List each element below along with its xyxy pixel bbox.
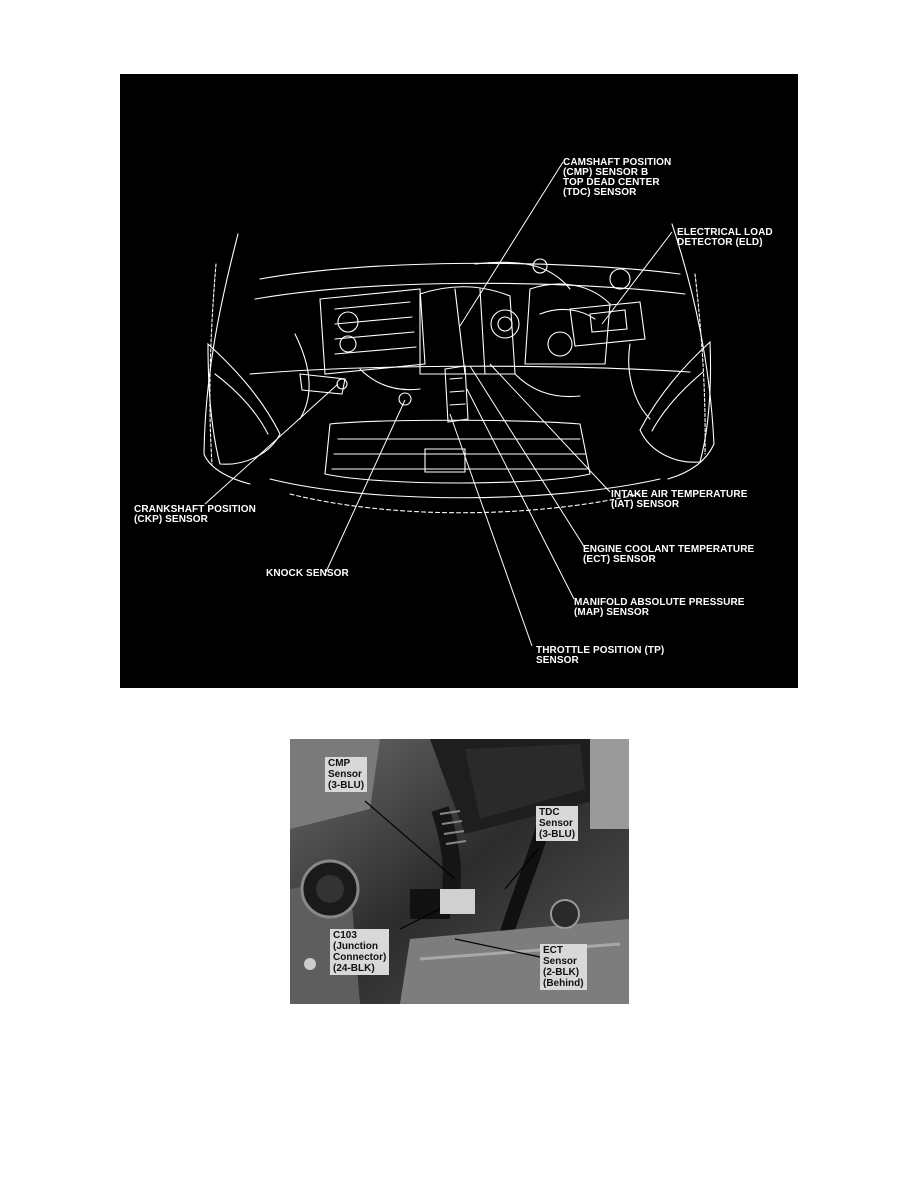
callout-iat: INTAKE AIR TEMPERATURE (IAT) SENSOR [611, 490, 747, 510]
callout-text: (3-BLU) [539, 829, 576, 840]
photo-callout-cmp: CMP Sensor (3-BLU) [325, 757, 368, 792]
callout-text: (2-BLK) [543, 967, 580, 978]
callout-knock: KNOCK SENSOR [266, 569, 349, 579]
callout-text: CRANKSHAFT POSITION [134, 504, 256, 515]
iat-leader [489, 363, 611, 493]
c103-leader [399, 908, 441, 930]
ckp-leader [204, 383, 339, 505]
callout-text: Connector) [333, 952, 387, 963]
callout-text: (Behind) [543, 978, 584, 989]
eld-leader [601, 231, 673, 325]
ect-leader [469, 365, 586, 549]
photo-callout-c103: C103 (Junction Connector) (24-BLK) [330, 929, 390, 975]
callout-cmp-tdc: CAMSHAFT POSITION (CMP) SENSOR B TOP DEA… [563, 158, 671, 198]
callout-text: DETECTOR (ELD) [677, 237, 763, 248]
knock-leader [324, 399, 406, 575]
callout-text: (TDC) SENSOR [563, 187, 637, 198]
callout-text: TOP DEAD CENTER [563, 177, 660, 188]
photo-callout-ect: ECT Sensor (2-BLK) (Behind) [540, 944, 587, 990]
callout-text: MANIFOLD ABSOLUTE PRESSURE [574, 597, 745, 608]
tp-leader [449, 413, 533, 647]
callout-tp: THROTTLE POSITION (TP) SENSOR [536, 646, 664, 666]
engine-line-art [203, 161, 715, 647]
callout-text: (ECT) SENSOR [583, 554, 656, 565]
callout-text: Sensor [543, 956, 577, 967]
ect-leader [454, 938, 541, 958]
callout-text: (Junction [333, 941, 378, 952]
callout-text: (MAP) SENSOR [574, 607, 650, 618]
callout-text: CMP [328, 758, 351, 769]
callout-text: SENSOR [536, 655, 579, 666]
callout-text: THROTTLE POSITION (TP) [536, 645, 665, 656]
callout-text: ECT [543, 945, 563, 956]
engine-bay-photo: CMP Sensor (3-BLU) TDC Sensor (3-BLU) C1… [290, 739, 629, 1004]
callout-text: C103 [333, 930, 357, 941]
callout-text: (IAT) SENSOR [611, 499, 680, 510]
callout-text: TDC [539, 807, 560, 818]
callout-text: ENGINE COOLANT TEMPERATURE [583, 544, 755, 555]
callout-text: (3-BLU) [328, 780, 365, 791]
engine-compartment-diagram: CAMSHAFT POSITION (CMP) SENSOR B TOP DEA… [120, 74, 798, 688]
callout-text: Sensor [539, 818, 573, 829]
cmp-leader [459, 161, 564, 327]
callout-ckp: CRANKSHAFT POSITION (CKP) SENSOR [134, 505, 256, 525]
cmp-leader [364, 800, 456, 880]
photo-callout-tdc: TDC Sensor (3-BLU) [536, 806, 579, 841]
callout-text: (CKP) SENSOR [134, 514, 208, 525]
map-leader [466, 388, 575, 600]
tdc-leader [504, 848, 539, 890]
callout-map: MANIFOLD ABSOLUTE PRESSURE (MAP) SENSOR [574, 598, 745, 618]
callout-text: ELECTRICAL LOAD [677, 227, 773, 238]
callout-eld: ELECTRICAL LOAD DETECTOR (ELD) [677, 228, 773, 248]
callout-text: (24-BLK) [333, 963, 375, 974]
callout-text: KNOCK SENSOR [266, 568, 349, 579]
callout-text: Sensor [328, 769, 362, 780]
callout-ect: ENGINE COOLANT TEMPERATURE (ECT) SENSOR [583, 545, 754, 565]
callout-text: INTAKE AIR TEMPERATURE [611, 489, 748, 500]
callout-text: (CMP) SENSOR B [563, 167, 649, 178]
callout-text: CAMSHAFT POSITION [563, 157, 672, 168]
